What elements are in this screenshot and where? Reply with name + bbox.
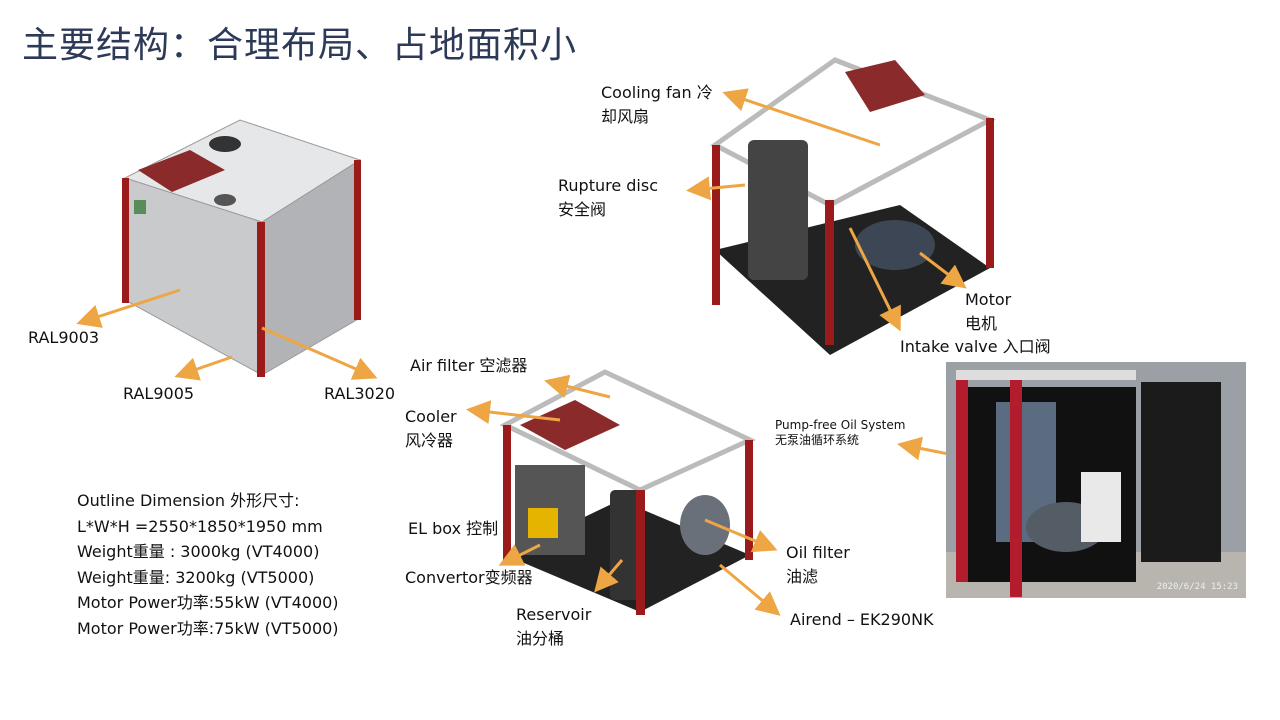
slide-title: 主要结构：合理布局、占地面积小 (22, 25, 578, 66)
label-ral9005: RAL9005 (123, 384, 195, 403)
machine-photo: 2020/6/24 15:23 (946, 362, 1246, 598)
label-line: Motor (965, 290, 1012, 309)
label-line: Cooling fan 冷 (601, 83, 713, 102)
photo-timestamp: 2020/6/24 15:23 (1156, 582, 1238, 592)
label-air-filter: Air filter 空滤器 (410, 356, 528, 375)
spec-line: Weight重量 : 3000kg (VT4000) (77, 542, 320, 561)
spec-line: L*W*H =2550*1850*1950 mm (77, 516, 323, 536)
label-airend: Airend – EK290NK (790, 610, 934, 629)
label-oil-filter: Oil filter 油滤 (786, 541, 850, 589)
exterior-machine-illustration (122, 119, 362, 377)
label-line: 油分桶 (516, 629, 565, 648)
photo-illustration (946, 362, 1246, 598)
specifications-list: Outline Dimension 外形尺寸: L*W*H =2550*1850… (77, 488, 339, 641)
label-line: 电机 (965, 314, 998, 333)
label-line: 安全阀 (558, 200, 607, 219)
spec-line: Motor Power功率:75kW (VT5000) (77, 618, 339, 638)
label-cooling-fan: Cooling fan 冷 却风扇 (601, 81, 713, 129)
label-ral3020: RAL3020 (324, 384, 396, 403)
label-line: Pump-free Oil System (775, 418, 906, 432)
label-line: Rupture disc (558, 176, 658, 195)
label-rupture-disc: Rupture disc 安全阀 (558, 174, 658, 222)
label-line: 却风扇 (601, 107, 650, 126)
label-pump-free-oil-system: Pump-free Oil System 无泵油循环系统 (775, 418, 905, 448)
label-reservoir: Reservoir 油分桶 (516, 603, 591, 651)
label-intake-valve: Intake valve 入口阀 (900, 337, 1051, 356)
label-line: 无泵油循环系统 (775, 433, 860, 447)
label-convertor: Convertor变频器 (405, 568, 533, 587)
label-line: Reservoir (516, 605, 592, 624)
label-line: 油滤 (786, 567, 819, 586)
label-motor: Motor 电机 (965, 288, 1011, 336)
label-el-box: EL box 控制 (408, 519, 499, 538)
spec-line: Motor Power功率:55kW (VT4000) (77, 593, 339, 612)
label-cooler: Cooler 风冷器 (405, 405, 457, 453)
label-line: Cooler (405, 407, 457, 426)
spec-line: Weight重量: 3200kg (VT5000) (77, 567, 315, 587)
label-line: Oil filter (786, 543, 850, 562)
label-ral9003: RAL9003 (28, 328, 100, 347)
label-line: 风冷器 (405, 431, 454, 450)
internal-bottom-view-illustration (499, 369, 756, 615)
internal-top-view-illustration (710, 57, 997, 355)
spec-line: Outline Dimension 外形尺寸: (77, 491, 300, 510)
